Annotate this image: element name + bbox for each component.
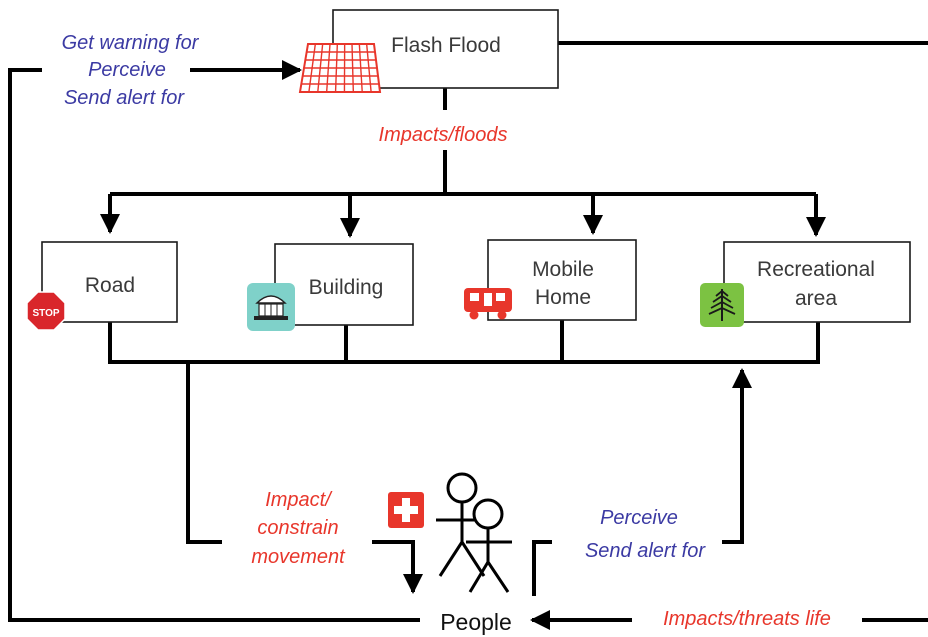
stop-sign-icon: STOP — [26, 291, 66, 331]
recreational-node: Recreational area — [700, 241, 911, 327]
warning-label-line3: Send alert for — [64, 87, 185, 109]
shelter-icon — [247, 283, 295, 331]
perceive-label-line2: Send alert for — [585, 540, 706, 562]
stop-sign-text: STOP — [32, 308, 59, 319]
first-aid-icon — [388, 492, 424, 528]
building-node: Building — [247, 243, 414, 331]
threats-life-label: Impacts/threats life — [663, 608, 831, 630]
road-node: Road STOP — [26, 241, 178, 331]
warning-label-line2: Perceive — [88, 59, 166, 81]
road-label: Road — [85, 274, 135, 297]
perceive-label-line1: Perceive — [600, 507, 678, 529]
mobile-home-label-line2: Home — [535, 286, 591, 309]
perceive-arrow-up — [722, 368, 752, 544]
recreational-label-line1: Recreational — [757, 258, 875, 281]
left-loop-line — [8, 68, 420, 622]
warning-label-line1: Get warning for — [62, 32, 200, 54]
impact-arrow-to-people — [372, 540, 423, 594]
impact-label-line1: Impact/ — [265, 489, 333, 511]
mobile-home-label-line1: Mobile — [532, 258, 594, 281]
tree-icon — [700, 283, 744, 327]
stick-figures-icon — [436, 472, 512, 593]
flash-flood-node: Flash Flood — [298, 9, 559, 93]
impacts-floods-label: Impacts/floods — [379, 124, 508, 146]
building-label: Building — [309, 276, 384, 299]
recreational-label-line2: area — [795, 287, 837, 310]
perceive-left-line — [532, 540, 552, 596]
flash-flood-label: Flash Flood — [391, 34, 501, 57]
recreational-box — [723, 241, 911, 323]
impact-label-line3: movement — [251, 546, 346, 568]
mobile-home-box — [487, 239, 637, 321]
connectors — [8, 41, 928, 630]
building-box — [274, 243, 414, 326]
impact-label-line2: constrain — [257, 517, 338, 539]
impact-left-line — [186, 362, 222, 544]
mobile-home-node: Mobile Home — [464, 239, 637, 321]
trailer-icon — [464, 288, 512, 320]
collection-bar — [108, 322, 820, 364]
grid-icon — [298, 43, 382, 93]
people-label: People — [440, 609, 512, 635]
